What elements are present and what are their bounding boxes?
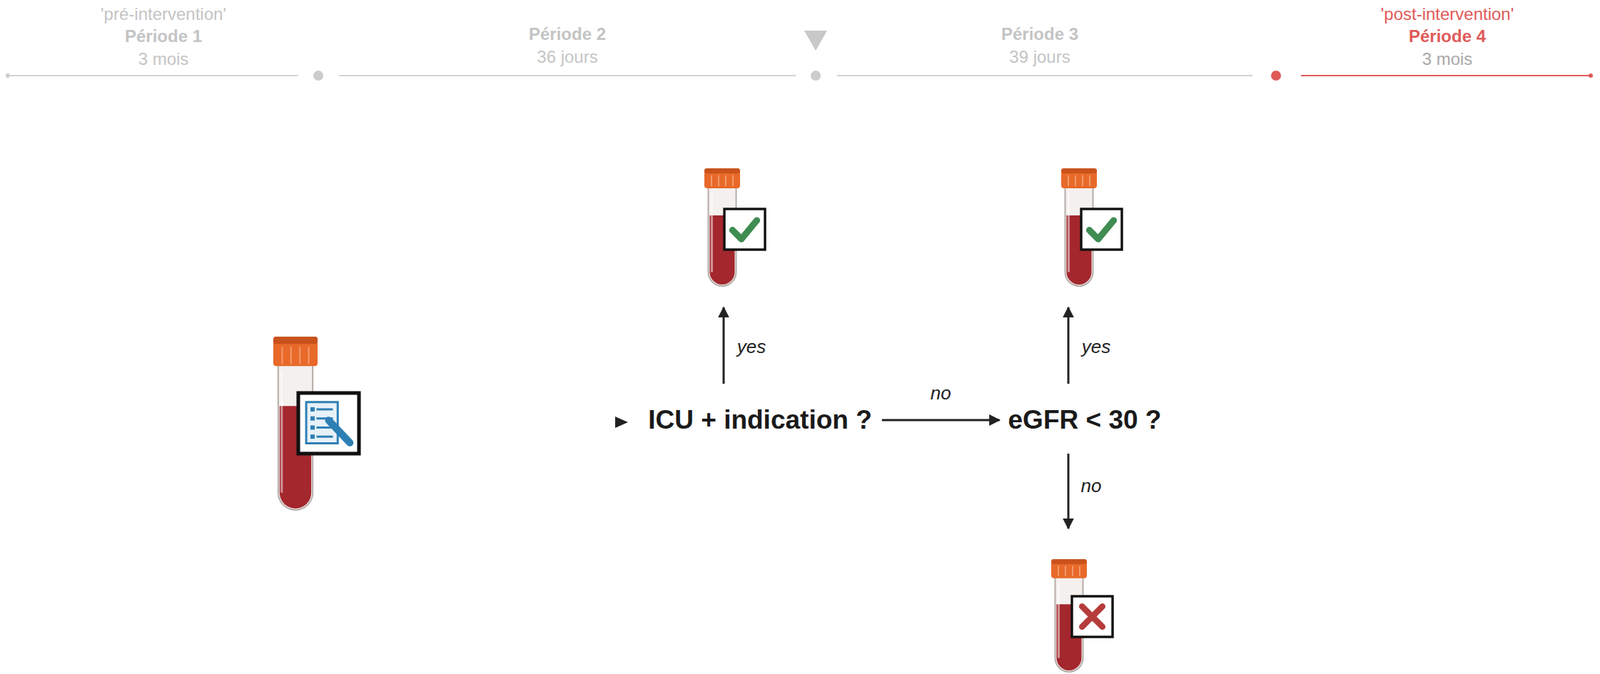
period-duration: 3 mois xyxy=(1422,49,1473,69)
cap-ridge xyxy=(290,346,292,364)
branch-label: yes xyxy=(1081,336,1111,358)
decision-text: eGFR < 30 ? xyxy=(1002,401,1168,441)
period-duration: 36 jours xyxy=(536,47,598,67)
icon-box xyxy=(1081,209,1122,250)
blood-tube xyxy=(1051,559,1113,673)
cap-ridge xyxy=(717,175,720,187)
cap-ridge xyxy=(1064,565,1067,576)
cap-ridge xyxy=(308,346,310,364)
tube-cap-top xyxy=(1051,559,1087,565)
phase-label: 'pré-intervention' xyxy=(100,4,227,24)
flow-arrow xyxy=(722,307,726,384)
period-title: Période 4 xyxy=(1408,27,1486,46)
decision-question: eGFR < 30 ? xyxy=(1008,405,1162,437)
cap-ridge xyxy=(1079,565,1081,576)
tube-cap xyxy=(273,336,318,367)
flow-connector xyxy=(882,418,1000,422)
period-title: Période 3 xyxy=(1001,24,1079,44)
cap-ridge xyxy=(1074,175,1077,187)
form-bullet xyxy=(310,425,315,430)
cap-ridge xyxy=(299,346,301,364)
check-icon xyxy=(1089,220,1114,240)
icon-box xyxy=(724,209,766,250)
tube-cap xyxy=(1051,559,1087,579)
cap-ridge xyxy=(281,346,283,364)
tube-highlight xyxy=(280,370,283,494)
period-duration: 3 mois xyxy=(138,49,190,69)
period-title: Période 1 xyxy=(124,27,202,46)
period-title: Période 2 xyxy=(528,24,606,44)
cap-ridge xyxy=(1071,565,1074,576)
timeline-dot xyxy=(313,70,324,81)
phase-label: 'post-intervention' xyxy=(1380,4,1515,24)
form-line xyxy=(316,436,334,439)
timeline-dot xyxy=(810,70,821,81)
arrow-head xyxy=(615,416,629,429)
cap-ridge xyxy=(1081,175,1084,187)
cross-icon xyxy=(1081,606,1103,628)
icon-box xyxy=(298,393,359,454)
decision-text: ICU + indication ? xyxy=(642,401,878,441)
branch-label: no xyxy=(928,381,954,404)
blood-tube xyxy=(704,168,766,287)
timeline-segment xyxy=(1300,74,1591,77)
cap-ridge xyxy=(1089,175,1091,187)
tube-cap-top xyxy=(704,168,741,174)
icon-box xyxy=(1071,596,1113,638)
timeline-end xyxy=(1588,73,1593,78)
tube-highlight xyxy=(710,192,713,272)
tube-highlight xyxy=(1067,192,1070,272)
tube-cap xyxy=(1061,168,1097,189)
tubes xyxy=(273,168,1122,673)
pen xyxy=(328,420,351,443)
cap-ridge xyxy=(710,175,713,187)
form-bullet xyxy=(310,407,315,412)
tube-cap-top xyxy=(273,336,318,344)
intervention-marker xyxy=(804,30,828,51)
check-icon xyxy=(732,220,757,240)
form-line xyxy=(316,408,334,411)
flow-arrow xyxy=(1067,453,1070,529)
branch-label: no xyxy=(1081,476,1102,497)
flow-arrow xyxy=(1067,307,1070,384)
decision-question: ICU + indication ? xyxy=(647,405,873,437)
branch-label: yes xyxy=(737,336,766,358)
timeline-segment xyxy=(338,74,796,77)
timeline-dot xyxy=(1271,70,1281,81)
cap-ridge xyxy=(725,175,727,187)
form-icon xyxy=(306,402,350,444)
tube-cap xyxy=(704,168,741,189)
flow-arrow xyxy=(387,421,627,424)
timeline-segment xyxy=(7,74,299,77)
period-duration: 39 jours xyxy=(1009,47,1070,67)
timeline xyxy=(5,30,1593,81)
form-bullet xyxy=(310,434,315,439)
form-bullet xyxy=(310,416,315,422)
cap-ridge xyxy=(732,175,734,187)
timeline-segment xyxy=(837,74,1253,77)
tube-highlight xyxy=(1057,583,1060,659)
blood-tube xyxy=(1061,168,1122,287)
blood-tube xyxy=(273,336,359,511)
cap-ridge xyxy=(1067,175,1070,187)
cap-ridge xyxy=(1057,565,1060,576)
tube-cap-top xyxy=(1061,168,1097,174)
